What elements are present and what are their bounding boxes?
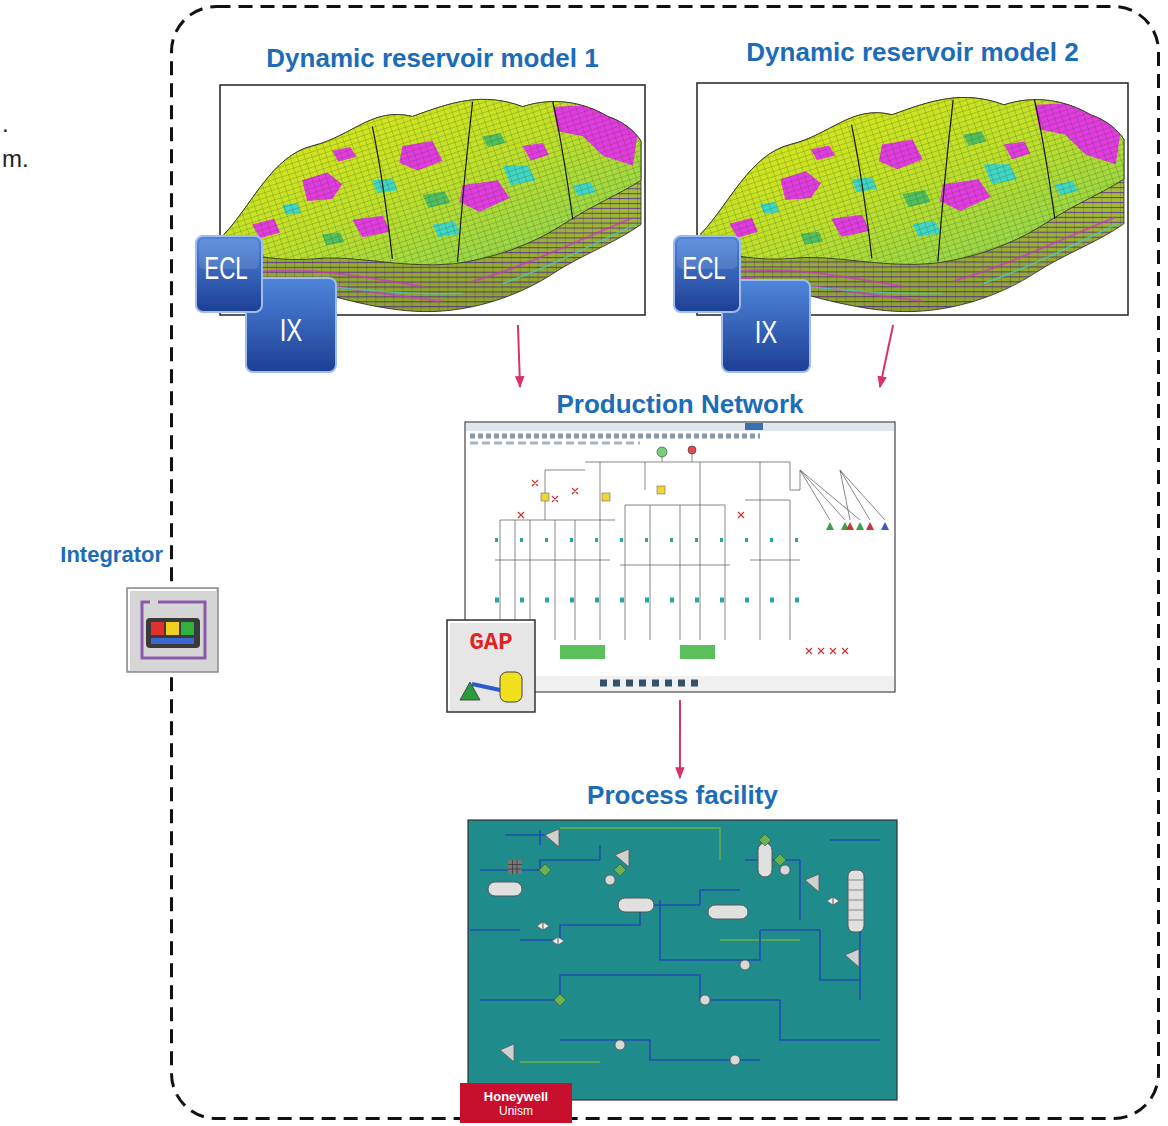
cut-off-text-holder: m.: [2, 147, 29, 171]
gap-icon: [447, 620, 535, 712]
software-icon-label-holder: IX: [280, 314, 303, 346]
simulator-icon: [196, 236, 336, 372]
cut-off-text: m.: [2, 147, 29, 171]
software-icon-label: IX: [280, 314, 303, 346]
flow-arrow: [518, 325, 520, 387]
process-flowsheet: [460, 820, 897, 1123]
panel-title: Process facility: [587, 780, 778, 810]
software-icon-label-holder: GAP: [469, 631, 512, 655]
integrator-region: Dynamic reservoir model 1 Dynamic reservo…: [170, 5, 1160, 1120]
brand-logo-text: Honeywell: [484, 1090, 548, 1103]
panel-title: Dynamic reservoir model 1: [266, 43, 598, 73]
brand-logo-text-holder: Unism: [499, 1105, 533, 1117]
simulator-icon: [674, 236, 810, 372]
software-icon-label-holder: ECL: [682, 252, 726, 284]
software-icon-label-holder: ECL: [204, 252, 248, 284]
reservoir-model-panel: Dynamic reservoir model 2: [697, 37, 1128, 315]
cut-off-text-holder: .: [2, 112, 9, 136]
flow-arrow: [880, 325, 893, 387]
software-icon-label: GAP: [469, 631, 512, 655]
flow-arrow: [679, 700, 681, 778]
software-icon-label: ECL: [682, 252, 726, 284]
brand-logo-text-holder: Honeywell: [484, 1090, 548, 1103]
production-network-panel: Production Network: [465, 389, 895, 692]
software-icon-label: ECL: [204, 252, 248, 284]
integrator-boundary: [172, 7, 1159, 1119]
panel-title: Dynamic reservoir model 2: [746, 37, 1078, 67]
integrator-icon: [127, 588, 218, 672]
reservoir-model-panel: Dynamic reservoir model 1: [220, 43, 645, 315]
software-icon-label-holder: IX: [755, 316, 778, 348]
panel-title: Production Network: [556, 389, 803, 419]
cut-off-text: .: [2, 112, 9, 136]
brand-logo-text: Unism: [499, 1105, 533, 1117]
software-icon-label: IX: [755, 316, 778, 348]
process-facility-panel: Process facility: [468, 780, 897, 1100]
region-heading: Integrator: [13, 540, 163, 570]
